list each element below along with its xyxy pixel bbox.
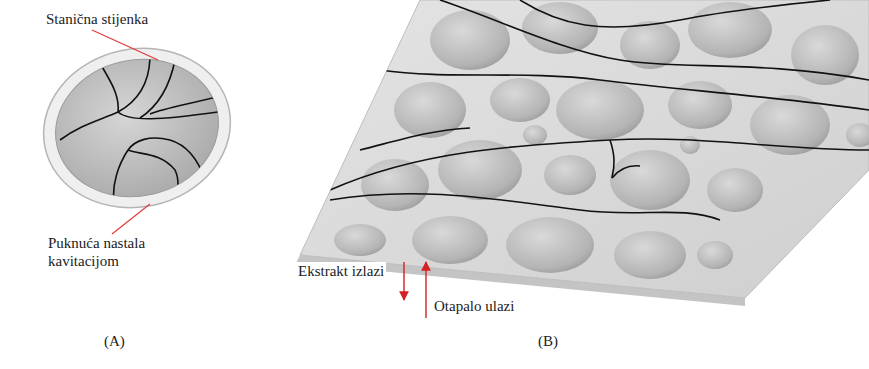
solvent-arrow xyxy=(425,262,426,318)
flow-label: Ekstrakt izlazi xyxy=(296,262,386,280)
extract-arrow xyxy=(403,262,404,300)
leader-line xyxy=(92,30,158,60)
leader-line xyxy=(112,204,150,234)
part-label: Stanična stijenka xyxy=(46,10,148,28)
tissue-slab xyxy=(300,0,869,298)
panel-label: (B) xyxy=(538,332,558,350)
cavitation-cracks xyxy=(330,0,869,220)
part-label: Puknuća nastala kavitacijom xyxy=(48,234,170,270)
panel-label: (A) xyxy=(104,332,125,350)
cell-interior xyxy=(43,44,232,211)
cavitation-cracks xyxy=(60,55,220,205)
flow-label: Otapalo ulazi xyxy=(434,297,514,315)
cell-wall xyxy=(29,31,246,225)
